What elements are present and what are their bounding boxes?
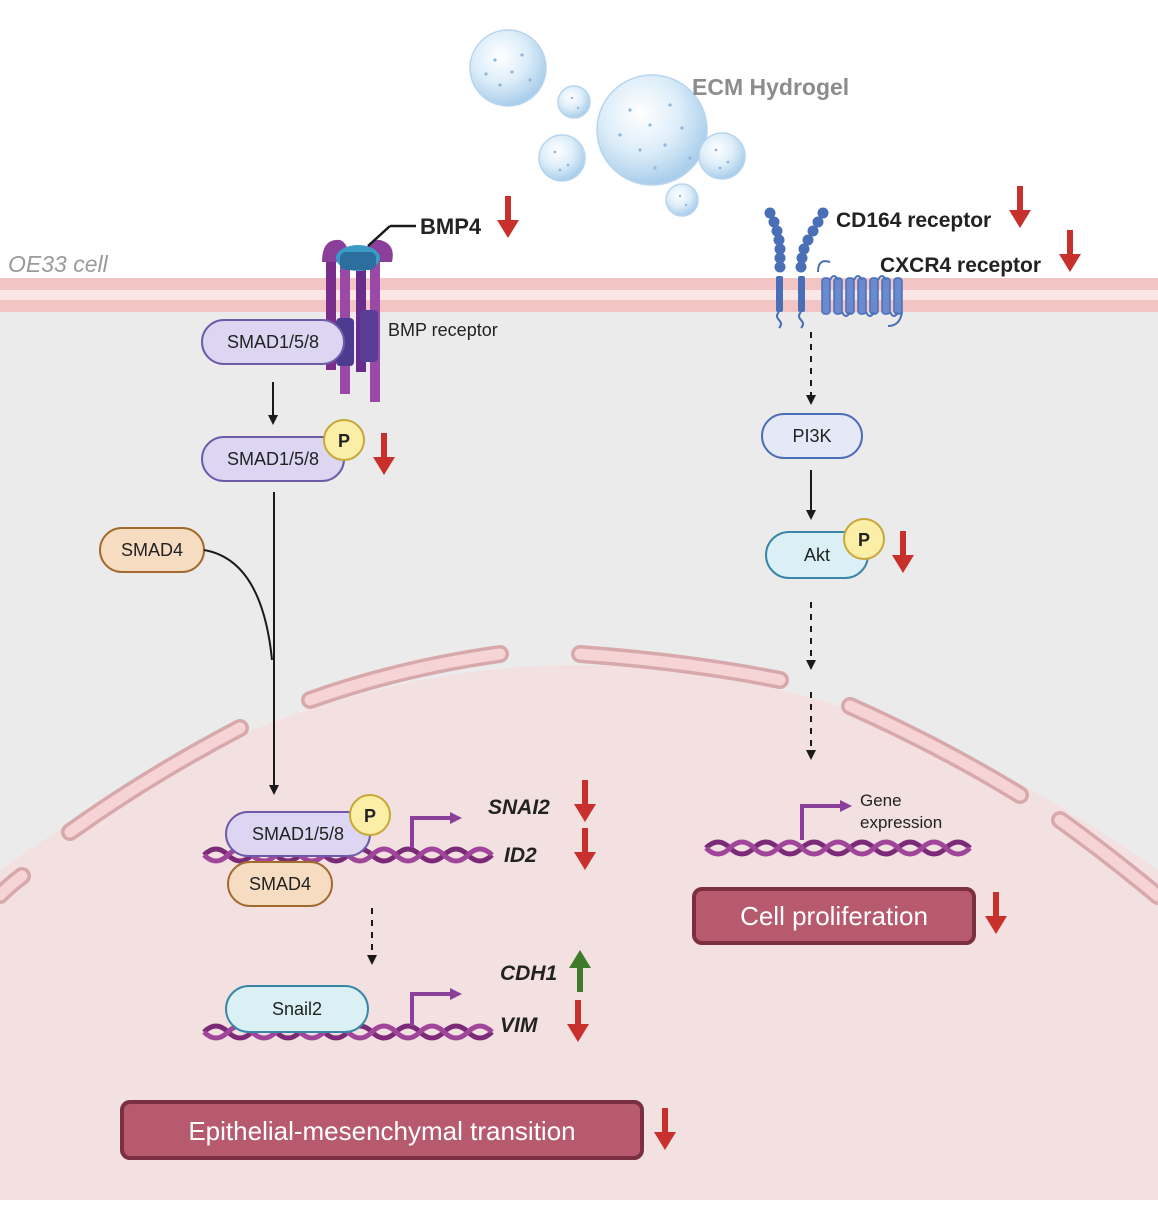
bmp4-label: BMP4 xyxy=(420,214,482,239)
gene-expression-line2: expression xyxy=(860,813,942,832)
transcription-start-1-icon xyxy=(410,812,462,848)
transcription-start-3-icon xyxy=(800,800,852,840)
smad158-nucleus-label: SMAD1/5/8 xyxy=(252,824,344,844)
smad4-join-line xyxy=(203,549,273,661)
transcription-start-2-icon xyxy=(410,988,462,1026)
plasma-membrane xyxy=(0,278,1158,312)
cd164-label: CD164 receptor xyxy=(836,209,991,232)
svg-text:P: P xyxy=(338,431,350,451)
gene-snai2: SNAI2 xyxy=(488,796,550,819)
bmp4-pointer xyxy=(367,225,391,247)
pi3k-label: PI3K xyxy=(792,426,831,446)
smad158-mid-label: SMAD1/5/8 xyxy=(227,449,319,469)
cell-label: OE33 cell xyxy=(8,251,109,277)
ecm-hydrogel-label: ECM Hydrogel xyxy=(692,74,849,100)
akt-label: Akt xyxy=(804,545,830,565)
proliferation-outcome-label: Cell proliferation xyxy=(740,901,928,931)
smad4-nucleus-label: SMAD4 xyxy=(249,874,311,894)
snail2-node xyxy=(225,985,369,1033)
emt-outcome-label: Epithelial-mesenchymal transition xyxy=(188,1116,575,1146)
svg-text:P: P xyxy=(858,530,870,550)
smad4-label: SMAD4 xyxy=(121,540,183,560)
hydrogel-bubbles xyxy=(469,29,746,217)
smad158-top-label: SMAD1/5/8 xyxy=(227,332,319,352)
snail2-label: Snail2 xyxy=(272,999,322,1019)
gene-vim: VIM xyxy=(500,1014,538,1037)
akt-phospho-icon xyxy=(843,518,885,560)
cxcr4-label: CXCR4 receptor xyxy=(880,254,1041,277)
emt-outcome-box xyxy=(120,1100,644,1160)
nuclear-envelope xyxy=(0,645,1158,905)
gene-id2: ID2 xyxy=(504,844,537,867)
phospho-icon xyxy=(323,419,365,461)
svg-text:P: P xyxy=(364,806,376,826)
smad4-nucleus-node xyxy=(227,861,333,907)
cxcr4-receptor xyxy=(817,260,903,327)
smad158-top-node xyxy=(201,319,345,365)
bubble-speckles xyxy=(484,53,730,207)
bmp-receptor-label: BMP receptor xyxy=(388,320,498,340)
gene-expression-line1: Gene xyxy=(860,791,902,810)
phospho-nucleus-icon xyxy=(349,794,391,836)
proliferation-outcome-box xyxy=(692,887,976,945)
cd164-receptor xyxy=(764,207,829,312)
gene-cdh1: CDH1 xyxy=(500,962,557,985)
pi3k-node xyxy=(761,413,863,459)
nucleus xyxy=(0,665,1158,1200)
dna-strand-3 xyxy=(704,839,972,857)
